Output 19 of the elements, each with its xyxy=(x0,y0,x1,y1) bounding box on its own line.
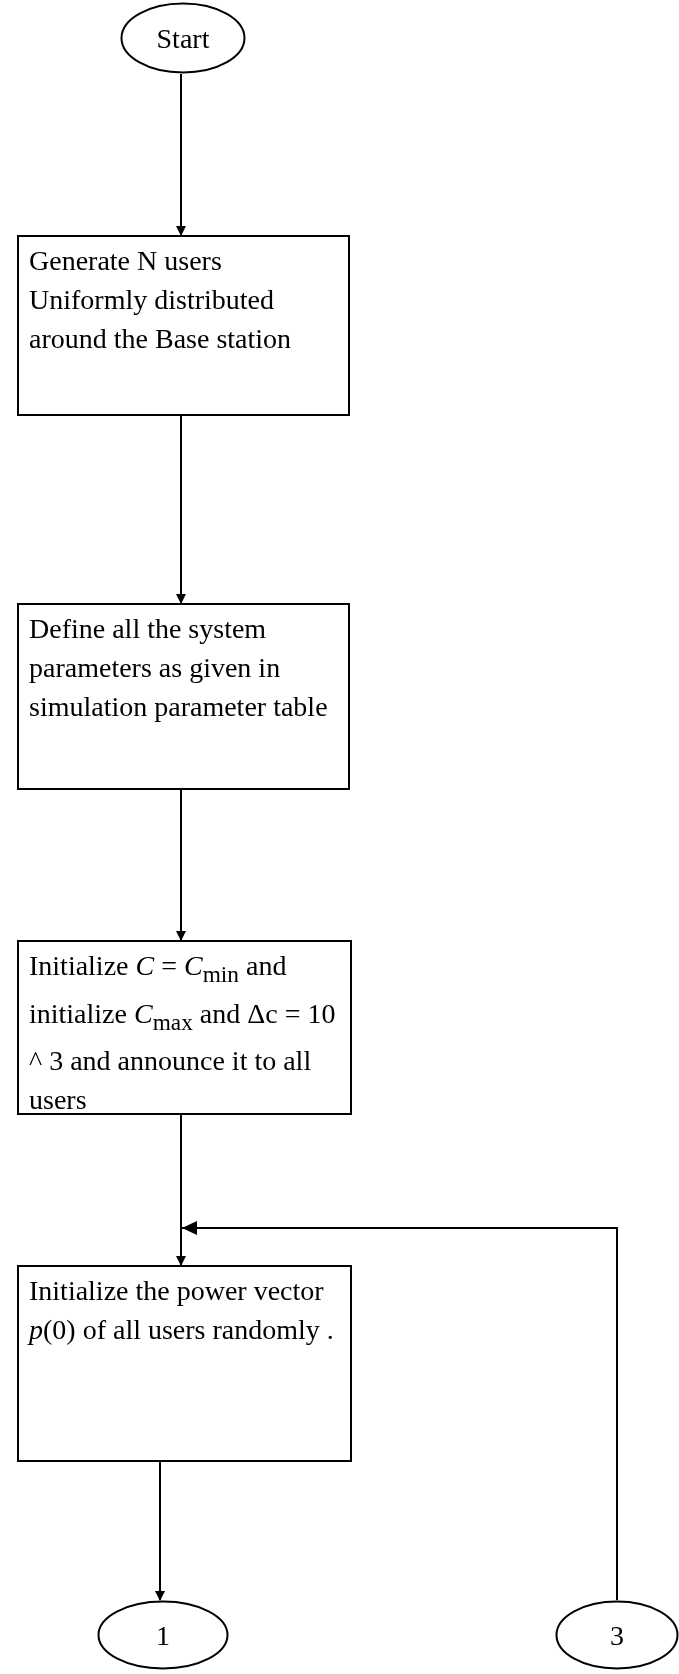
arrow xyxy=(176,73,186,236)
arrow xyxy=(176,1114,186,1266)
terminal-ellipse xyxy=(555,1600,679,1670)
arrow xyxy=(155,1461,165,1601)
terminal-ellipse xyxy=(97,1600,229,1670)
node-text: Start xyxy=(156,21,210,56)
node-text: Generate N users Uniformly distributed around the Base station xyxy=(29,245,292,354)
node-text: Initialize the power vector p(0) of all users randomly . xyxy=(29,1275,334,1345)
process-box xyxy=(17,235,350,416)
node-text: Define all the system parameters as given in simulation parameter table xyxy=(29,613,328,722)
arrow xyxy=(176,415,186,604)
arrow xyxy=(180,1221,618,1601)
node-text: 1 xyxy=(156,1618,170,1653)
process-box xyxy=(17,1265,352,1462)
node-text: Initialize C = C$_{min}$ and initialize C$_{max}$ and Δc = 10 ^ 3 and announce it to all users xyxy=(29,950,336,1116)
arrow xyxy=(176,789,186,941)
process-box xyxy=(17,603,350,790)
node-text: 3 xyxy=(610,1618,624,1653)
terminal-ellipse xyxy=(120,2,246,74)
